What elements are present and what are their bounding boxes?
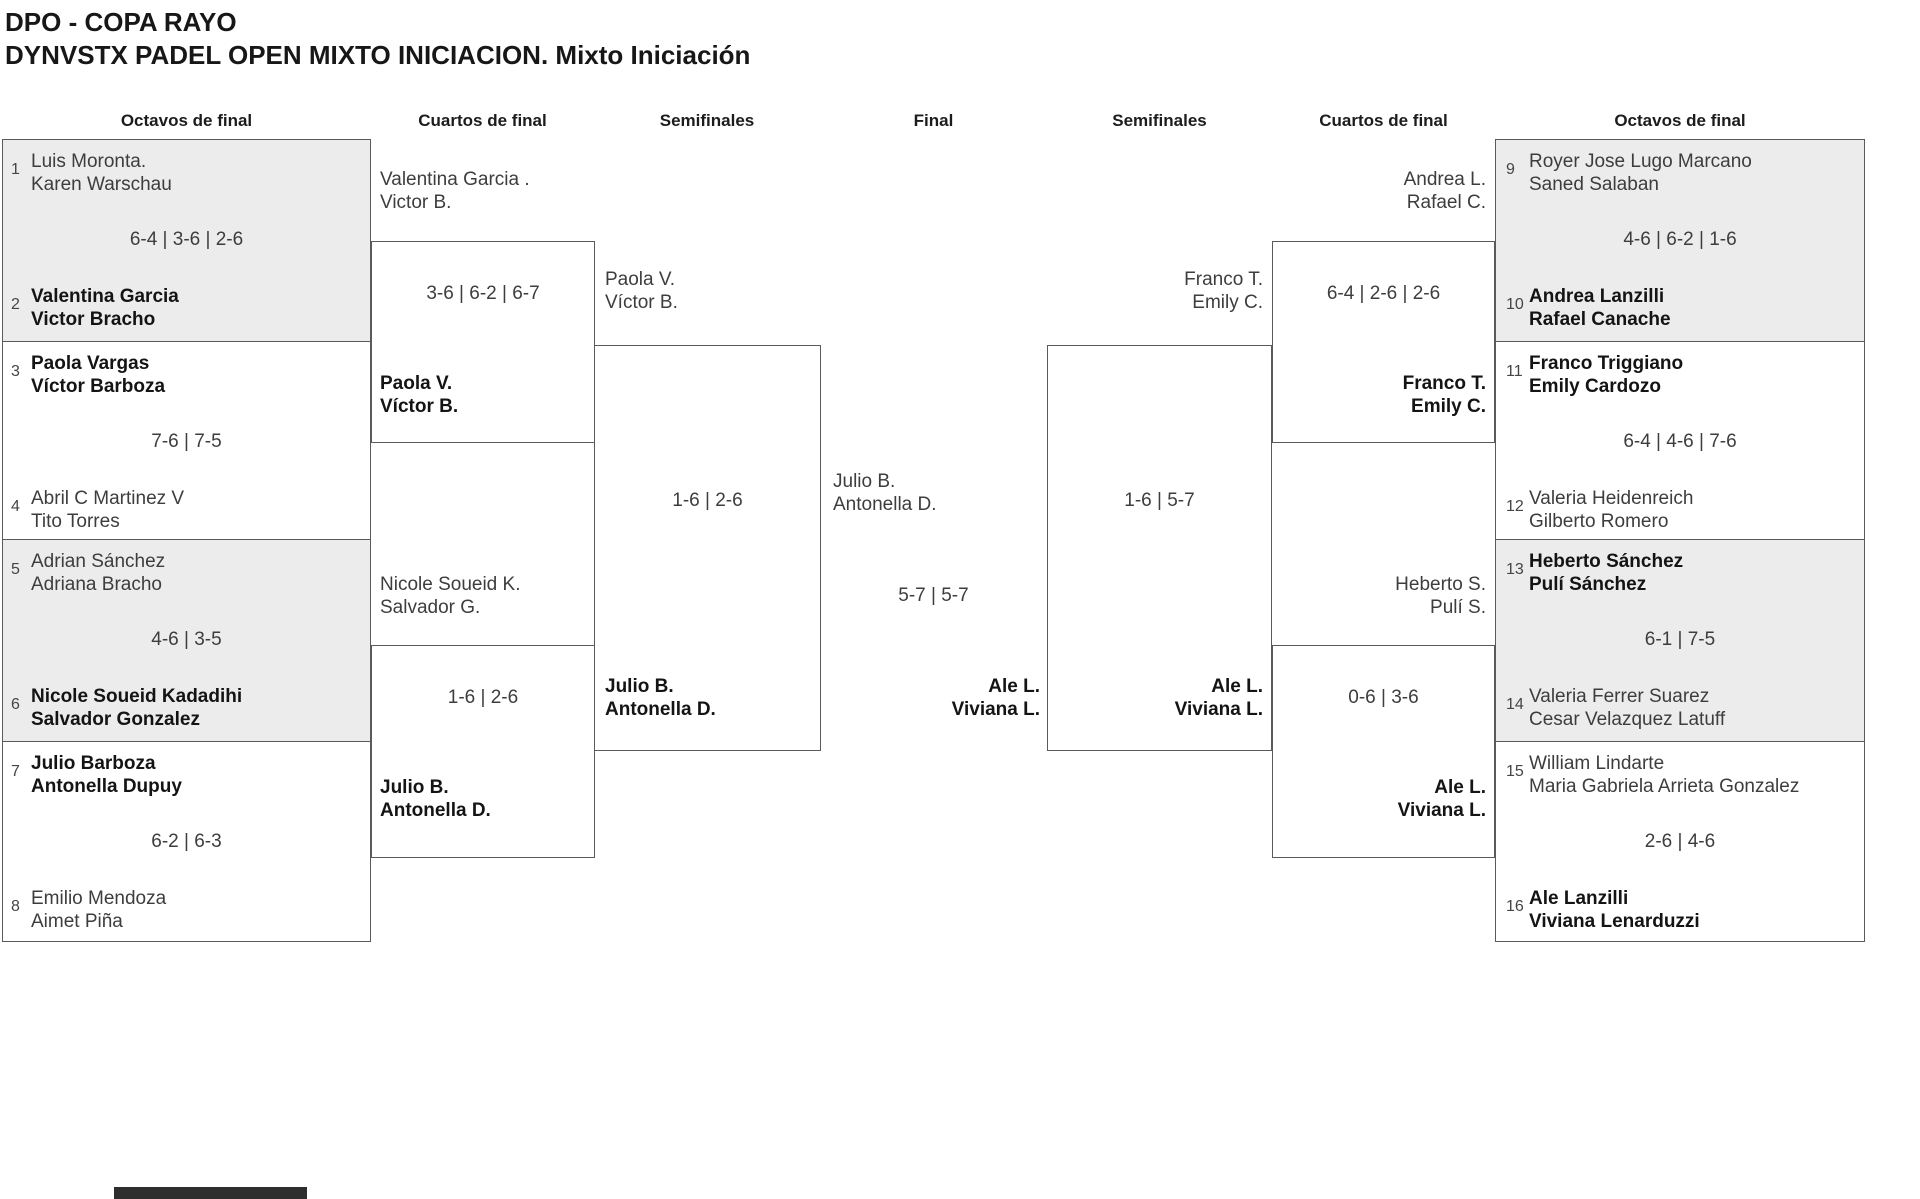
match-score: 6-4 | 4-6 | 7-6 <box>1623 431 1737 452</box>
round-header-sf-right: Semifinales <box>1112 111 1207 130</box>
horizontal-scrollbar-thumb[interactable] <box>114 1187 307 1199</box>
round-header-qf-left: Cuartos de final <box>418 111 547 130</box>
seed-number: 11 <box>1506 363 1523 380</box>
qf-right-1-feeder: Andrea L.Rafael C. <box>1403 169 1486 213</box>
sf-left-winner: Julio B.Antonella D. <box>605 676 716 720</box>
sf-left-score: 1-6 | 2-6 <box>672 490 743 511</box>
match-score: 4-6 | 6-2 | 1-6 <box>1623 229 1737 250</box>
match-box-qf-right-1[interactable] <box>1272 241 1495 443</box>
qf-left-1-winner: Paola V.Víctor B. <box>380 373 459 417</box>
match-box-sf-left[interactable] <box>594 345 821 751</box>
sf-right-score: 1-6 | 5-7 <box>1124 490 1195 511</box>
match-score: 6-4 | 3-6 | 2-6 <box>129 229 244 250</box>
seed-number: 16 <box>1506 898 1524 915</box>
seed-number: 12 <box>1506 498 1524 515</box>
qf-left-2-score: 1-6 | 2-6 <box>447 687 519 708</box>
qf-right-2-winner: Ale L.Viviana L. <box>1397 777 1486 821</box>
match-score: 2-6 | 4-6 <box>1644 831 1716 852</box>
qf-right-2-score: 0-6 | 3-6 <box>1348 687 1419 708</box>
seed-number: 14 <box>1506 696 1524 713</box>
qf-right-1-score: 6-4 | 2-6 | 2-6 <box>1326 283 1441 304</box>
category-title: DYNVSTX PADEL OPEN MIXTO INICIACION. Mix… <box>5 40 751 70</box>
match-box-qf-left-1[interactable] <box>371 241 595 443</box>
match-score: 4-6 | 3-5 <box>151 629 222 650</box>
match-box-qf-right-2[interactable] <box>1272 645 1495 858</box>
seed-number: 10 <box>1506 296 1524 313</box>
qf-left-2-winner: Julio B.Antonella D. <box>380 777 491 821</box>
round-header-final: Final <box>913 111 954 130</box>
tournament-title: DPO - COPA RAYO <box>5 7 237 37</box>
seed-number: 7 <box>11 763 20 780</box>
match-box-qf-left-2[interactable] <box>371 645 595 858</box>
seed-number: 15 <box>1506 763 1524 780</box>
match-score: 7-6 | 7-5 <box>151 431 222 452</box>
seed-number: 13 <box>1506 561 1524 578</box>
seed-number: 6 <box>11 696 20 713</box>
round-header-sf-left: Semifinales <box>659 111 755 130</box>
round-header-qf-right: Cuartos de final <box>1319 111 1448 130</box>
team-names: Luis Moronta.Karen Warschau <box>31 151 172 195</box>
seed-number: 5 <box>11 561 20 578</box>
title-block: DPO - COPA RAYO DYNVSTX PADEL OPEN MIXTO… <box>5 6 750 72</box>
match-box-sf-right[interactable] <box>1047 345 1272 751</box>
sf-left-feeder: Paola V.Víctor B. <box>605 269 678 313</box>
match-box-r16-1[interactable]: 1 Luis Moronta.Karen Warschau 6-4 | 3-6 … <box>2 139 371 342</box>
final-winner: Ale L.Viviana L. <box>951 676 1040 720</box>
sf-right-feeder: Franco T.Emily C. <box>1184 269 1263 313</box>
qf-right-1-winner: Franco T.Emily C. <box>1402 373 1486 417</box>
qf-right-2-feeder: Heberto S.Pulí S. <box>1395 574 1486 618</box>
qf-left-2-feeder: Nicole Soueid K.Salvador G. <box>380 574 521 618</box>
seed-number: 2 <box>11 296 20 313</box>
match-score: 6-2 | 6-3 <box>151 831 222 852</box>
sf-right-winner: Ale L.Viviana L. <box>1174 676 1263 720</box>
seed-number: 1 <box>11 161 20 178</box>
seed-number: 8 <box>11 898 20 915</box>
seed-number: 9 <box>1506 161 1515 178</box>
qf-left-1-score: 3-6 | 6-2 | 6-7 <box>426 283 540 304</box>
final-feeder: Julio B.Antonella D. <box>833 471 937 515</box>
final-score: 5-7 | 5-7 <box>898 585 969 606</box>
seed-number: 3 <box>11 363 20 380</box>
seed-number: 4 <box>11 498 20 515</box>
round-header-r16-right: Octavos de final <box>1614 111 1746 130</box>
round-header-r16-left: Octavos de final <box>120 111 253 130</box>
match-score: 6-1 | 7-5 <box>1644 629 1716 650</box>
qf-left-1-feeder: Valentina Garcia .Victor B. <box>380 169 530 213</box>
